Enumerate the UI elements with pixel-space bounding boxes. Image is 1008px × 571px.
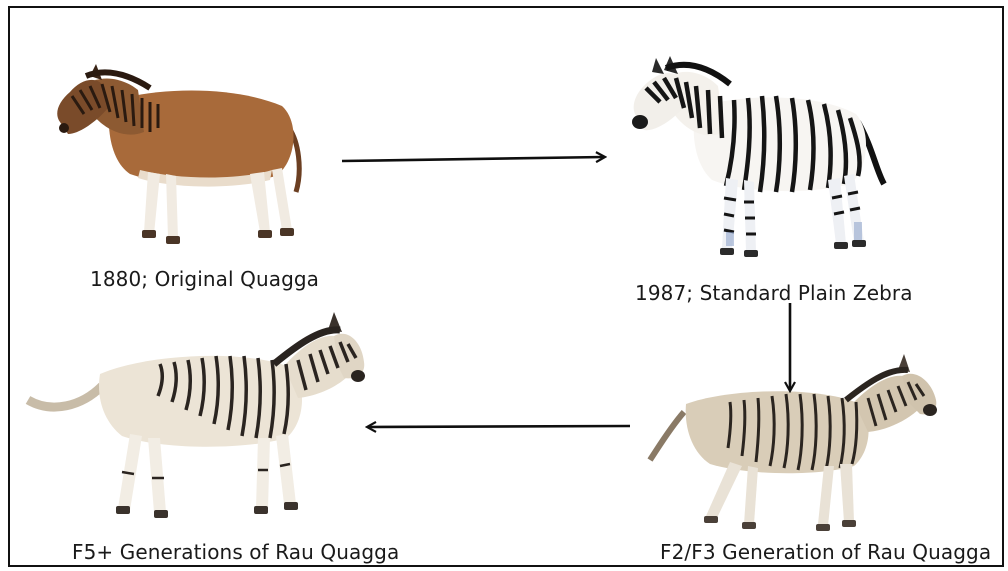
arrow-quagga-to-plain-zebra bbox=[342, 157, 604, 161]
arrow-f2-f3-to-f5 bbox=[368, 426, 630, 427]
